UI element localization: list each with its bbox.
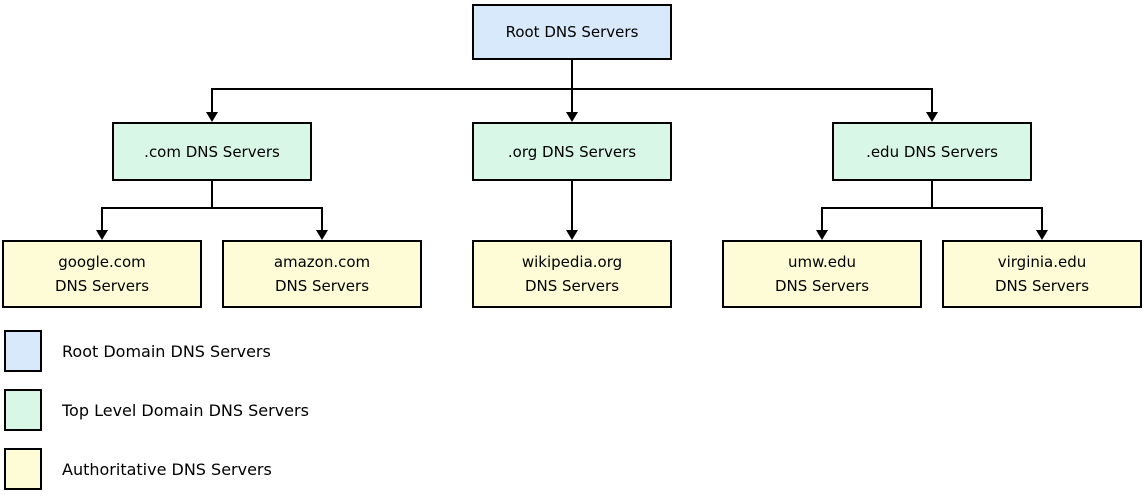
node-google-dns-servers: google.com DNS Servers bbox=[2, 240, 202, 308]
edge-com-bar bbox=[101, 207, 323, 209]
arrowhead-org-icon bbox=[566, 112, 578, 122]
node-label-line2: DNS Servers bbox=[524, 277, 620, 295]
edge-edu-stem bbox=[931, 181, 933, 209]
arrowhead-com-icon bbox=[206, 112, 218, 122]
legend-swatch-root-domain bbox=[4, 330, 42, 372]
legend-label-top-level-domain: Top Level Domain DNS Servers bbox=[62, 400, 309, 420]
arrowhead-edu-icon bbox=[926, 112, 938, 122]
node-root-dns-servers: Root DNS Servers bbox=[472, 4, 672, 60]
node-label: .com DNS Servers bbox=[144, 142, 280, 161]
node-label-line2: DNS Servers bbox=[994, 277, 1090, 295]
legend-item-authoritative: Authoritative DNS Servers bbox=[4, 448, 272, 490]
edge-root-org-stem bbox=[571, 88, 573, 112]
node-label: Root DNS Servers bbox=[505, 23, 639, 41]
edge-root-stem bbox=[571, 60, 573, 90]
legend-label-authoritative: Authoritative DNS Servers bbox=[62, 459, 272, 479]
legend-swatch-top-level-domain bbox=[4, 389, 42, 431]
node-edu-dns-servers: .edu DNS Servers bbox=[832, 122, 1032, 181]
edge-com-google-stem bbox=[101, 207, 103, 230]
arrowhead-amazon-icon bbox=[316, 230, 328, 240]
node-label: .org DNS Servers bbox=[507, 142, 637, 161]
node-amazon-dns-servers: amazon.com DNS Servers bbox=[222, 240, 422, 308]
legend-label-root-domain: Root Domain DNS Servers bbox=[62, 341, 271, 361]
node-label-line1: wikipedia.org bbox=[521, 253, 623, 271]
edge-edu-virginia-stem bbox=[1041, 207, 1043, 230]
node-org-dns-servers: .org DNS Servers bbox=[472, 122, 672, 181]
edge-root-com-stem bbox=[211, 88, 213, 112]
edge-org-wikipedia-stem bbox=[571, 181, 573, 230]
edge-com-stem bbox=[211, 181, 213, 209]
node-wikipedia-dns-servers: wikipedia.org DNS Servers bbox=[472, 240, 672, 308]
node-label-line1: google.com bbox=[58, 253, 146, 271]
edge-root-edu-stem bbox=[931, 88, 933, 112]
arrowhead-umw-icon bbox=[816, 230, 828, 240]
legend-swatch-authoritative bbox=[4, 448, 42, 490]
edge-edu-bar bbox=[821, 207, 1043, 209]
node-label-line2: DNS Servers bbox=[54, 277, 150, 295]
edge-com-amazon-stem bbox=[321, 207, 323, 230]
edge-edu-umw-stem bbox=[821, 207, 823, 230]
node-com-dns-servers: .com DNS Servers bbox=[112, 122, 312, 181]
arrowhead-google-icon bbox=[96, 230, 108, 240]
arrowhead-virginia-icon bbox=[1036, 230, 1048, 240]
node-label-line1: umw.edu bbox=[787, 253, 857, 271]
legend-item-top-level-domain: Top Level Domain DNS Servers bbox=[4, 389, 309, 431]
node-label-line1: amazon.com bbox=[273, 253, 371, 271]
node-label-line2: DNS Servers bbox=[774, 277, 870, 295]
node-label: .edu DNS Servers bbox=[866, 142, 998, 161]
arrowhead-wikipedia-icon bbox=[566, 230, 578, 240]
node-umw-dns-servers: umw.edu DNS Servers bbox=[722, 240, 922, 308]
node-virginia-dns-servers: virginia.edu DNS Servers bbox=[942, 240, 1142, 308]
legend-item-root-domain: Root Domain DNS Servers bbox=[4, 330, 271, 372]
node-label-line2: DNS Servers bbox=[274, 277, 370, 295]
node-label-line1: virginia.edu bbox=[997, 253, 1087, 271]
